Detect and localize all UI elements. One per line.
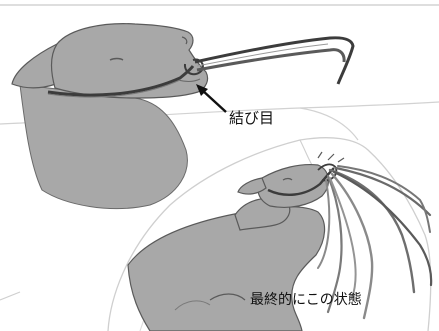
background-guide-line: [300, 108, 358, 140]
final-state-label: 最終的にこの状態: [250, 289, 362, 309]
top-calf-head: [12, 24, 208, 209]
bag-tie-marks: [318, 152, 344, 162]
background-guide-line: [0, 292, 20, 300]
knot-label: 結び目: [229, 107, 274, 128]
knot-pointer-arrow: [196, 84, 226, 112]
bag-tie-line: [300, 140, 312, 165]
